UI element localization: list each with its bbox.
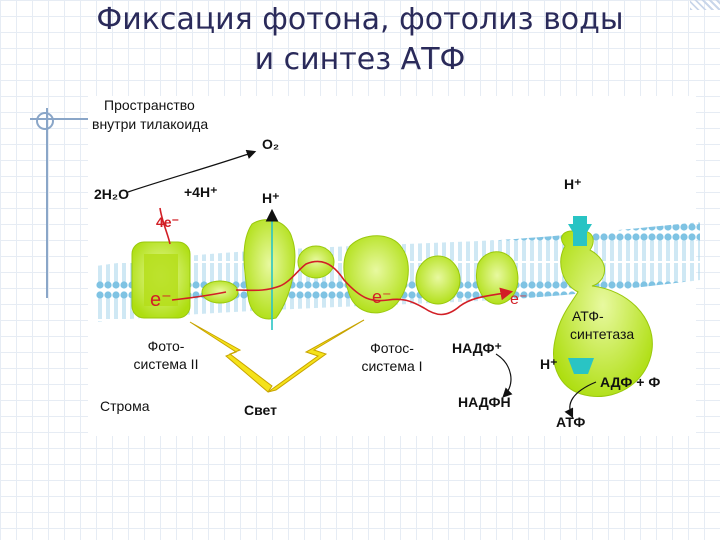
slide-title-line-1: Фиксация фотона, фотолиз воды xyxy=(96,2,624,37)
photosystem-ii-core xyxy=(144,254,178,306)
nadph-arrow xyxy=(495,353,513,398)
atp-synthase-label-line-1: АТФ- xyxy=(572,308,604,324)
lumen-label-line-1: Пространство xyxy=(104,97,195,113)
light-bolt-left xyxy=(189,321,273,393)
atp-synthase-h-arrow xyxy=(568,224,592,244)
h-plus-stroma-label: H⁺ xyxy=(540,356,558,372)
electron-transport-path xyxy=(159,207,510,316)
left-accent-hline xyxy=(30,118,90,120)
nadph-label: НАДФН xyxy=(458,394,511,410)
lumen-label-line-2: внутри тилакоида xyxy=(92,116,209,132)
electron-label-psi: e⁻ xyxy=(372,287,392,307)
o2-label: O₂ xyxy=(262,136,280,152)
cytochrome-shape xyxy=(243,219,296,320)
atp-synthase-label-line-2: синтетаза xyxy=(570,326,635,342)
atp-synthase-shape xyxy=(553,230,653,397)
o2-arrow xyxy=(127,149,257,193)
atp-label: АТФ xyxy=(556,414,586,430)
adp-p-label: АДФ + Ф xyxy=(600,374,661,390)
atp-arrow xyxy=(564,381,597,419)
corner-hatch xyxy=(690,0,720,10)
light-bolt-right xyxy=(267,319,365,393)
h2o-label: 2H₂O xyxy=(94,186,130,202)
four-e-label: 4e⁻ xyxy=(156,214,179,230)
four-h-label: +4H⁺ xyxy=(184,184,218,200)
electron-label-nadp: e⁻ xyxy=(510,291,528,308)
h-plus-lumen-label: H⁺ xyxy=(262,190,280,206)
psii-label-line-2: система II xyxy=(133,356,199,372)
nadp-label: НАДФ⁺ xyxy=(452,340,502,356)
psi-label-line-1: Фотос- xyxy=(370,340,414,356)
slide-title-line-2: и синтез АТФ xyxy=(254,42,466,77)
psii-label-line-1: Фото- xyxy=(147,338,185,354)
h-plus-top-right-label: H⁺ xyxy=(564,176,582,192)
left-accent-circle xyxy=(36,112,54,130)
ferredoxin-blob xyxy=(415,255,461,305)
electron-label-psii: e⁻ xyxy=(150,289,172,311)
stroma-label: Строма xyxy=(100,398,150,414)
left-accent-line xyxy=(46,108,48,298)
light-label: Свет xyxy=(244,402,277,418)
plastoquinone-blob xyxy=(201,280,239,304)
atp-synthase-bottom xyxy=(568,358,594,374)
psi-label-line-2: система I xyxy=(361,358,423,374)
